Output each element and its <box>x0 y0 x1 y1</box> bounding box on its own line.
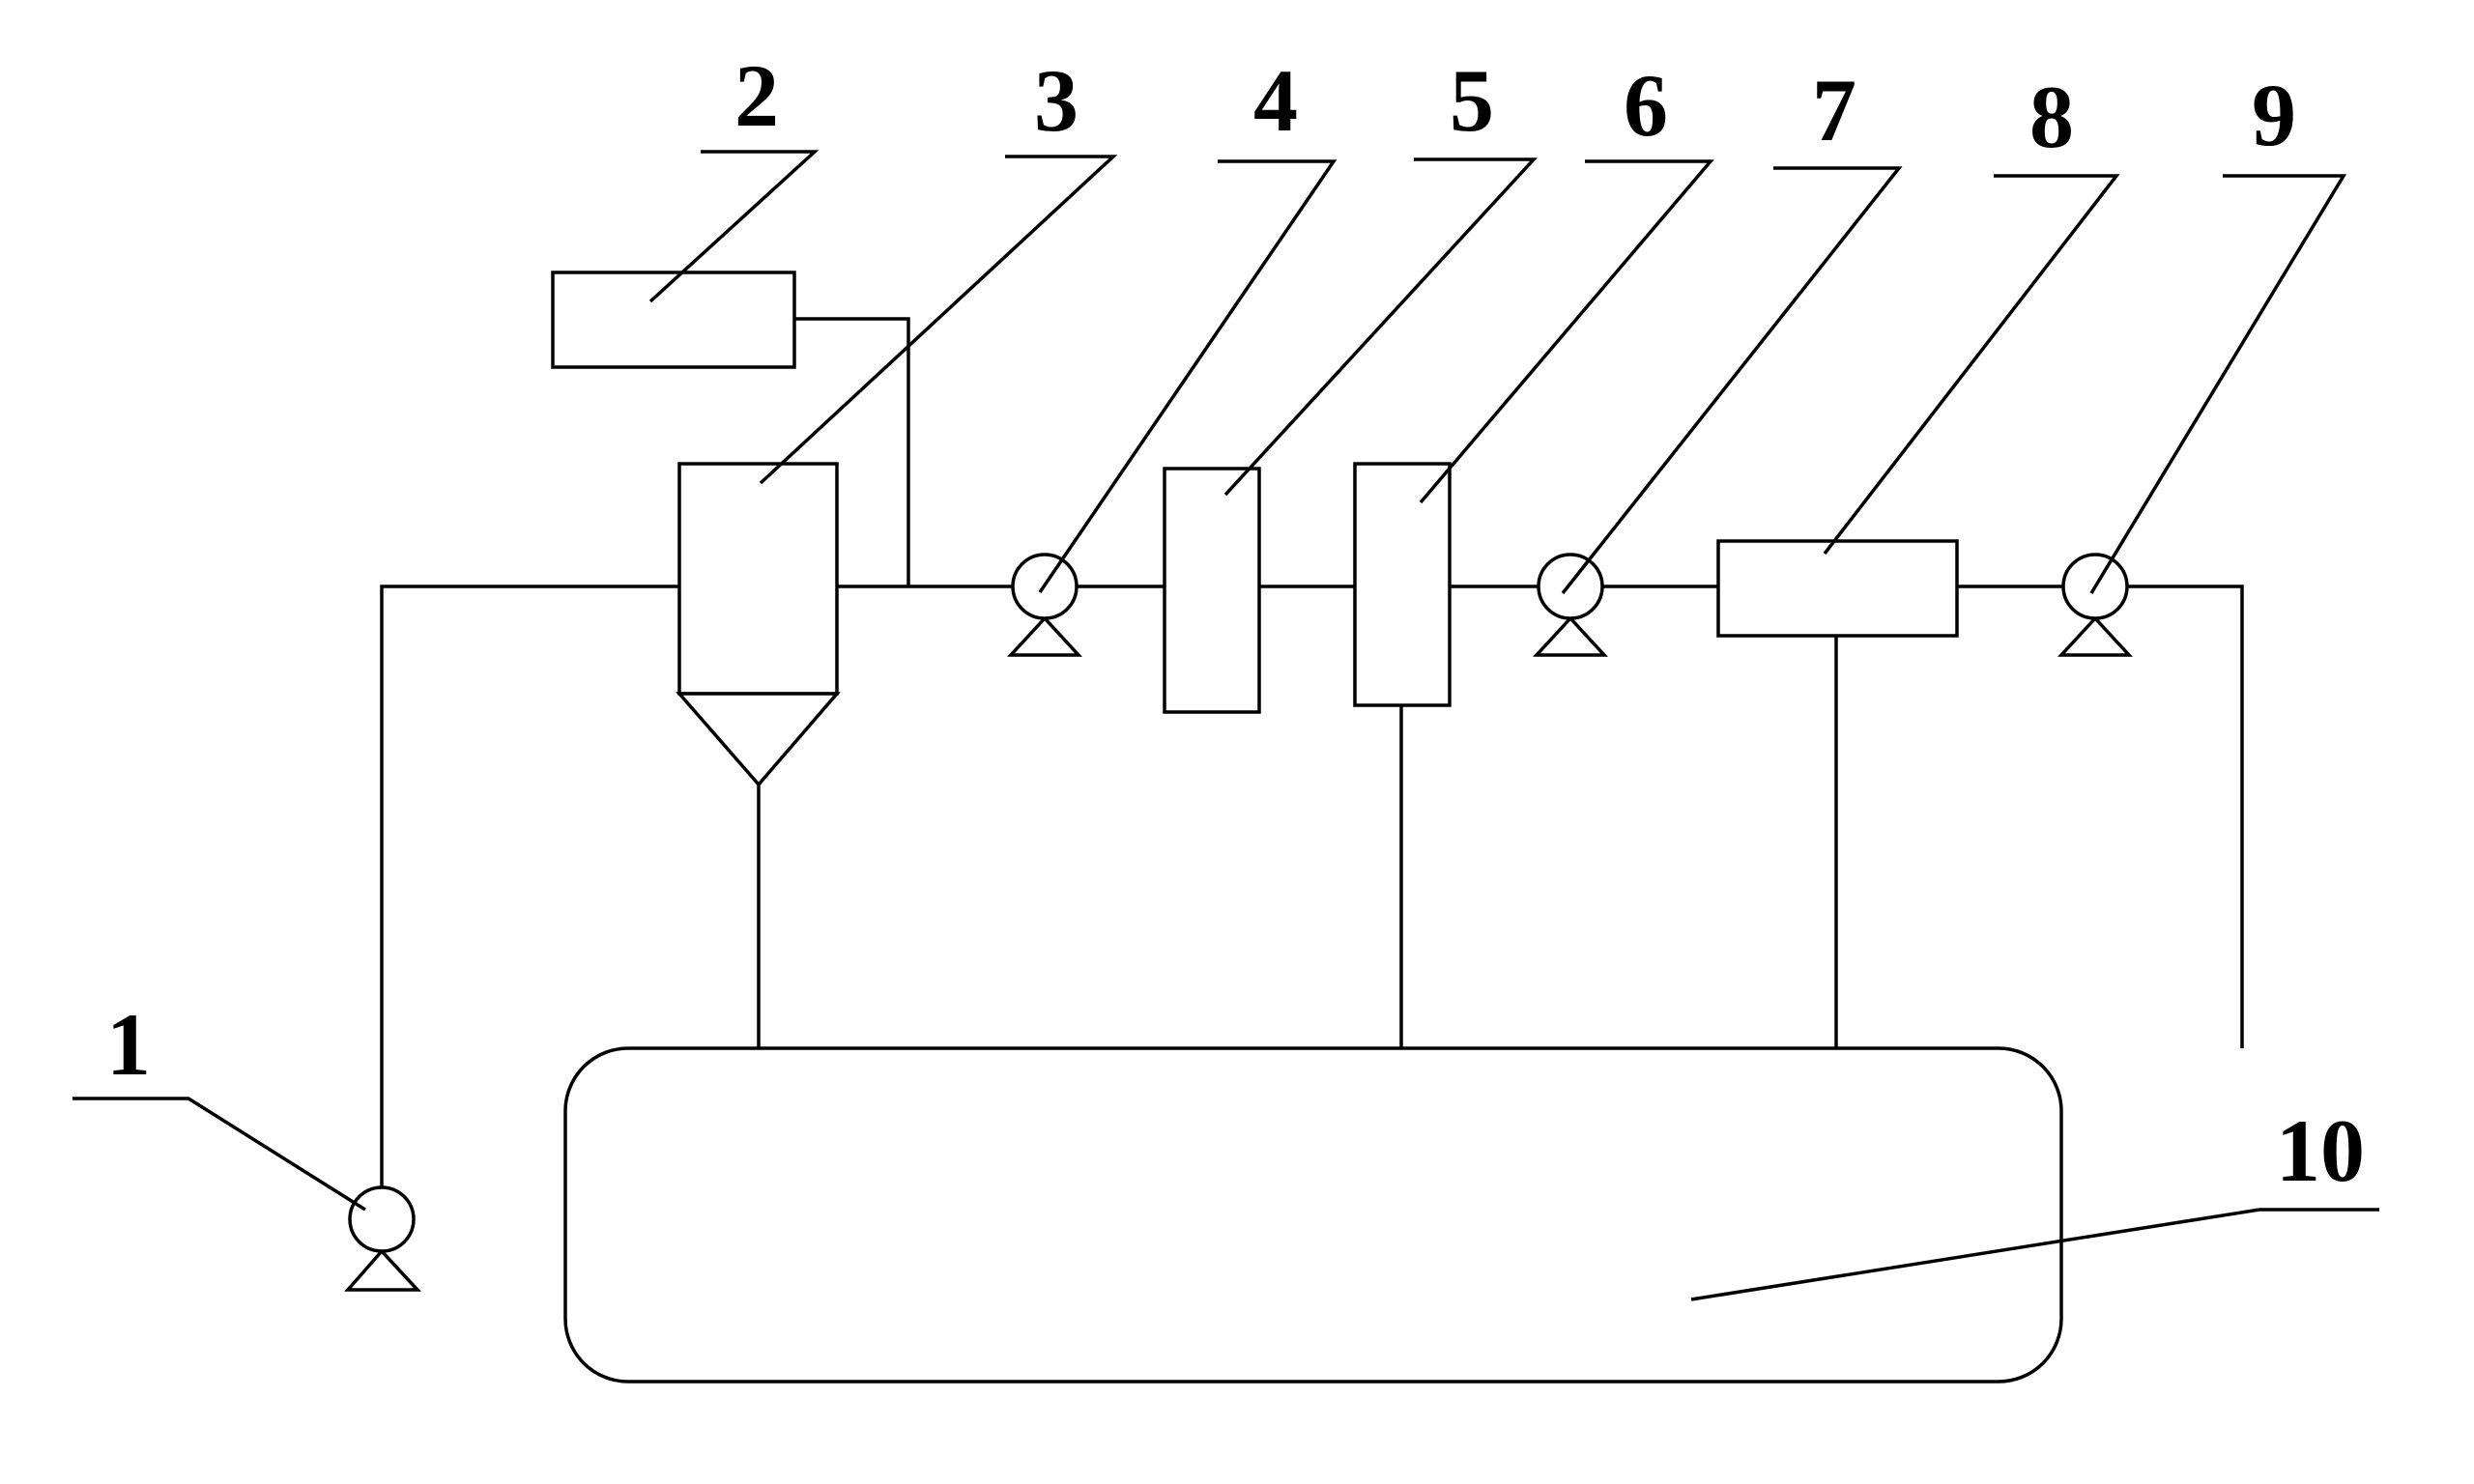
label-5: 5 <box>1450 51 1494 150</box>
label-10: 10 <box>2276 1101 2365 1200</box>
label-1: 1 <box>106 995 151 1094</box>
leader-line-2 <box>648 150 820 303</box>
label-4: 4 <box>1253 51 1298 150</box>
label-3: 3 <box>1034 51 1079 150</box>
label-2: 2 <box>734 46 779 145</box>
component-10-basin <box>563 1046 2063 1384</box>
flow-line-9-outlet <box>2127 585 2244 1048</box>
component-7-pump-icon <box>1533 553 1608 657</box>
component-2-box <box>551 271 796 369</box>
label-7: 7 <box>1812 61 1856 159</box>
component-6-unit <box>1353 462 1452 707</box>
leader-line-6 <box>1419 159 1714 504</box>
component-8-unit <box>1716 539 1959 638</box>
leader-line-4 <box>1038 159 1338 593</box>
leader-line-5 <box>1223 157 1538 497</box>
flow-line-2-to-main <box>794 317 910 586</box>
leader-line-1 <box>72 1097 366 1212</box>
leader-line-7 <box>1561 166 1903 595</box>
leader-line-9 <box>2089 174 2347 594</box>
label-8: 8 <box>2029 68 2074 166</box>
flow-line-1-to-3 <box>380 585 679 1187</box>
label-9: 9 <box>2252 66 2296 164</box>
component-3-hopper <box>676 462 841 787</box>
component-5-unit <box>1163 467 1261 714</box>
component-1-pump-icon <box>344 1185 422 1292</box>
component-4-pump-icon <box>1007 553 1082 657</box>
leader-line-8 <box>1823 174 2120 556</box>
component-9-pump-icon <box>2057 553 2133 657</box>
leader-line-3 <box>759 155 1118 485</box>
label-6: 6 <box>1624 56 1668 155</box>
leader-line-10 <box>1690 1208 2379 1301</box>
